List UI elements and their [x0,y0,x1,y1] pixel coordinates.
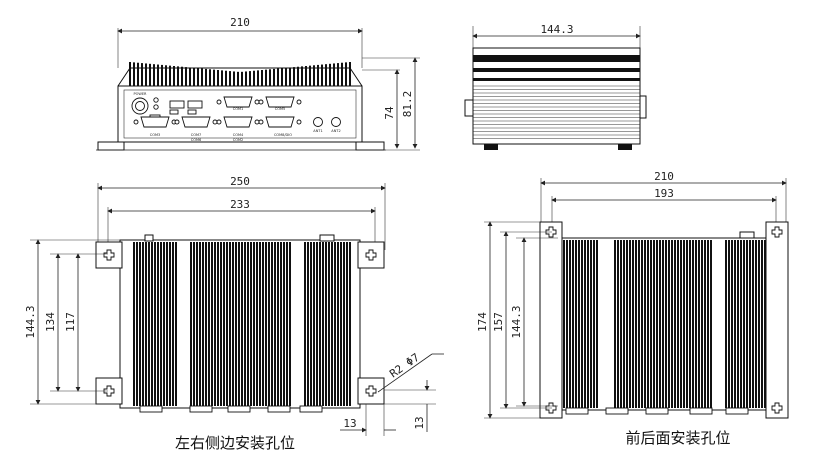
antenna-connector-1 [313,117,323,127]
front-panel [117,85,363,143]
front-back-mount-view: 210 193 174 157 144.3 前后面安装孔位 [476,170,789,447]
left-inner-width-dim: 233 [230,198,250,211]
left-outer-width-dim: 250 [230,175,250,188]
usb-port-2 [187,100,203,109]
offset-x-dim: 13 [343,417,356,430]
mounting-foot-right [355,141,385,151]
port-label-ant1: ANT1 [313,129,322,133]
front-view: 210 POWER COM3 COM1 COM5 COM7 COM4 COM2 … [96,16,420,151]
right-inner-width-dim: 193 [654,187,674,200]
front-width-dim: 210 [230,16,250,29]
port-label-com3: COM3 [150,133,160,137]
left-mid-height-dim: 134 [44,312,57,332]
front-height-dim-81: 81.2 [401,91,414,118]
port-label-ant2: ANT2 [331,129,340,133]
mount-plate-right [765,221,789,419]
right-mid-height-dim: 157 [492,312,505,332]
left-view-caption: 左右侧边安装孔位 [175,434,295,452]
serial-ports [133,96,302,128]
mounting-foot-left [97,141,125,151]
side-depth-dim: 144.3 [540,23,573,36]
port-label-com6: COM6 [191,138,201,142]
port-label-com1: COM1 [233,107,243,111]
offset-y-dim: 13 [413,416,426,429]
side-view: 144.3 [464,23,647,150]
mount-plate-left [539,221,563,419]
port-label-com4: COM4 [233,133,244,137]
right-outer-height-dim: 174 [476,312,489,332]
left-inner-height-dim: 117 [64,312,77,332]
port-label-com5: COM5 [275,107,285,111]
port-label-power: POWER [134,92,148,96]
front-top-fins [117,62,363,87]
port-label-com2: COM2 [233,138,243,142]
port-label-com8-dio: COM8/DIO [274,133,292,137]
right-inner-height-dim: 144.3 [510,305,523,338]
front-height-dim-74: 74 [383,106,396,120]
port-label-com7: COM7 [191,133,201,137]
right-outer-width-dim: 210 [654,170,674,183]
left-side-mount-view: 250 233 144.3 134 117 R2 Φ7 [24,175,444,452]
hole-radius-dim: R2 Φ7 [387,351,422,381]
antenna-connector-2 [331,117,341,127]
usb-port-1 [169,100,185,109]
right-view-caption: 前后面安装孔位 [625,429,730,447]
left-outer-height-dim: 144.3 [24,305,37,338]
